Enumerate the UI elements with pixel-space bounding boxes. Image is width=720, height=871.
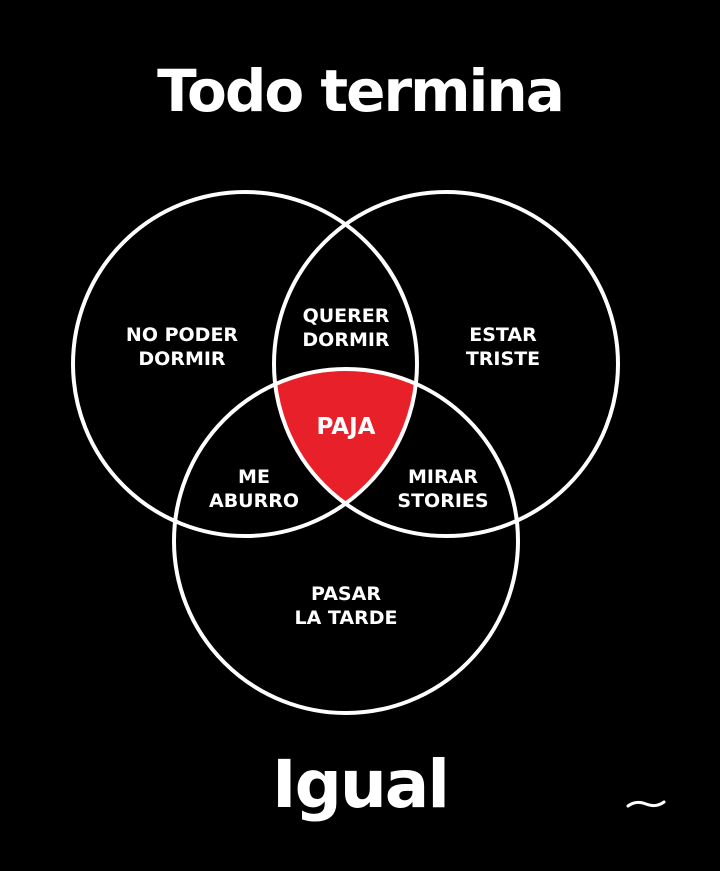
- label-left-line2: DORMIR: [138, 348, 226, 370]
- label-top-overlap-line1: QUERER: [303, 305, 390, 327]
- circle-right: [272, 190, 620, 538]
- circle-left: [71, 190, 419, 538]
- label-left-line1: NO PODER: [126, 324, 238, 346]
- circle-bottom: [172, 367, 520, 715]
- diagram-title: Todo termina: [157, 57, 565, 125]
- label-left-bottom-line1: ME: [238, 466, 270, 488]
- label-right-bottom-line1: MIRAR: [408, 466, 478, 488]
- label-right-line1: ESTAR: [469, 324, 537, 346]
- label-center: PAJA: [317, 414, 376, 440]
- label-left-bottom-line2: ABURRO: [209, 490, 299, 512]
- label-right-line2: TRISTE: [466, 348, 540, 370]
- wave-mark-icon: [626, 800, 666, 808]
- label-bottom-line1: PASAR: [311, 583, 381, 605]
- diagram-footer: Igual: [272, 746, 450, 823]
- label-right-bottom-line2: STORIES: [397, 490, 488, 512]
- label-bottom-line2: LA TARDE: [295, 607, 398, 629]
- label-top-overlap-line2: DORMIR: [302, 329, 390, 351]
